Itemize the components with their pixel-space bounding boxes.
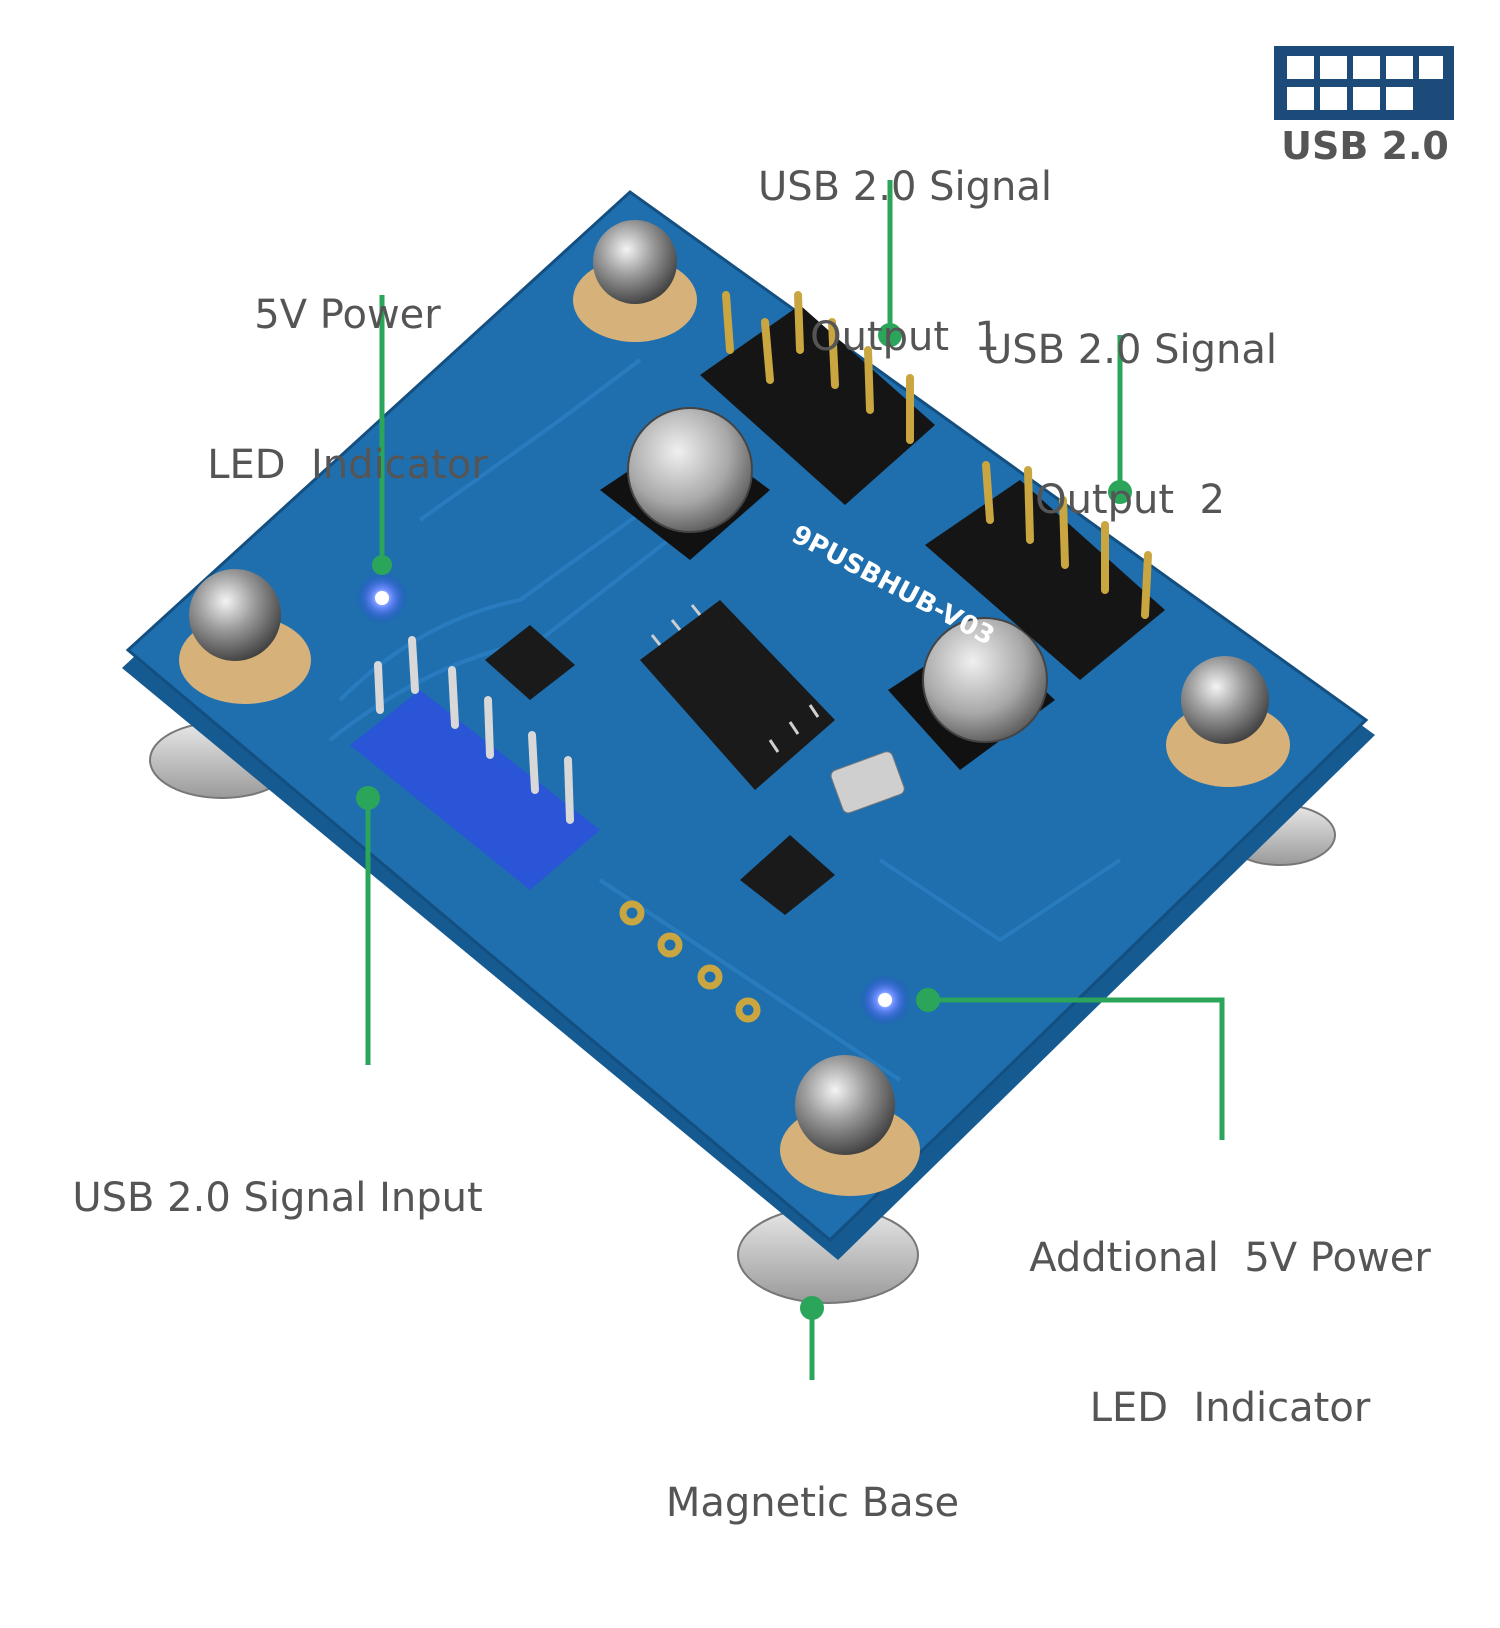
capacitor-ec1 — [600, 407, 770, 560]
usb-logo-label: USB 2.0 — [1281, 124, 1449, 168]
callout-power-led: 5V Power LED Indicator — [195, 190, 500, 590]
usb-hub-board-illustration: 9PUSBHUB-V03 — [122, 46, 1454, 1380]
callout-signal-input: USB 2.0 Signal Input — [55, 1073, 500, 1323]
callout-lines — [365, 180, 1225, 1380]
crystal-y1 — [830, 751, 905, 814]
hub-controller-chip — [640, 600, 835, 790]
callout-power-led-line-1: 5V Power — [254, 292, 441, 338]
diode-d1 — [485, 625, 575, 700]
power-led-1 — [356, 572, 408, 624]
callout-power-led-line-2: LED Indicator — [207, 442, 488, 488]
callout-magnetic-base-line-1: Magnetic Base — [665, 1480, 960, 1526]
standoff-nuts — [179, 220, 1290, 1196]
power-led-2 — [859, 974, 911, 1026]
callout-output-2: USB 2.0 Signal Output 2 — [965, 225, 1295, 625]
callout-output-1-line-1: USB 2.0 Signal — [757, 164, 1053, 210]
callout-output-2-line-1: USB 2.0 Signal — [982, 327, 1278, 373]
callout-additional-led: Addtional 5V Power LED Indicator — [1005, 1133, 1455, 1533]
usb-logo-icon — [1274, 46, 1454, 120]
diode-d2 — [740, 835, 835, 915]
callout-signal-input-line-1: USB 2.0 Signal Input — [72, 1175, 483, 1221]
callout-output-1: USB 2.0 Signal Output 1 — [740, 62, 1070, 462]
power-pads — [619, 900, 761, 1023]
callout-dots — [356, 323, 1132, 1320]
callout-magnetic-base: Magnetic Base — [645, 1378, 980, 1628]
output-header-2 — [925, 461, 1165, 680]
callout-output-2-line-2: Output 2 — [1035, 477, 1225, 523]
product-photo: 9PUSBHUB-V03 — [55, 46, 1454, 1526]
callout-additional-led-line-1: Addtional 5V Power — [1029, 1235, 1431, 1281]
output-header-1 — [700, 291, 935, 505]
callout-additional-led-line-2: LED Indicator — [1089, 1385, 1371, 1431]
callout-output-1-line-2: Output 1 — [810, 314, 1000, 360]
usb-input-header — [350, 636, 600, 890]
capacitor-ec2 — [888, 617, 1055, 770]
